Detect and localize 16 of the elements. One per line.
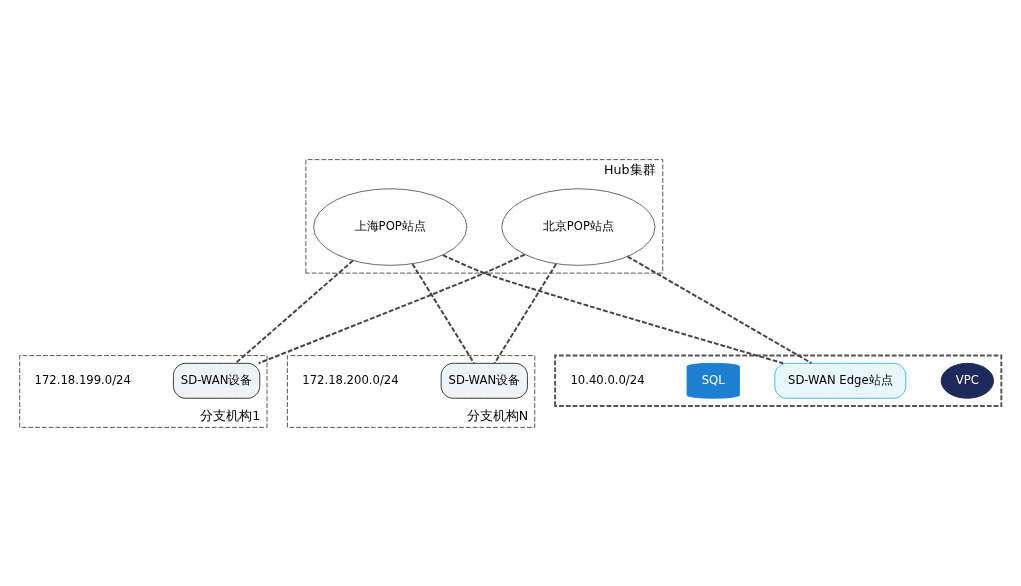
node-text: 10.40.0.0/24 bbox=[570, 372, 645, 387]
node-text: 172.18.199.0/24 bbox=[34, 372, 131, 387]
node-box: SD-WAN设备 bbox=[172, 362, 261, 399]
connector bbox=[626, 255, 813, 364]
connector bbox=[234, 259, 354, 364]
node-box: SD-WAN Edge站点 bbox=[774, 362, 907, 399]
connector bbox=[441, 253, 785, 364]
connector bbox=[493, 262, 558, 364]
cluster bbox=[554, 354, 1003, 407]
node-box: SD-WAN设备 bbox=[440, 362, 528, 399]
connector bbox=[411, 262, 475, 364]
node-ellipse: VPC bbox=[940, 362, 995, 399]
node-text: 172.18.200.0/24 bbox=[302, 372, 399, 387]
connector bbox=[257, 253, 526, 364]
node-ellipse: 北京POP站点 bbox=[501, 187, 656, 266]
node-ellipse: 上海POP站点 bbox=[313, 187, 468, 266]
